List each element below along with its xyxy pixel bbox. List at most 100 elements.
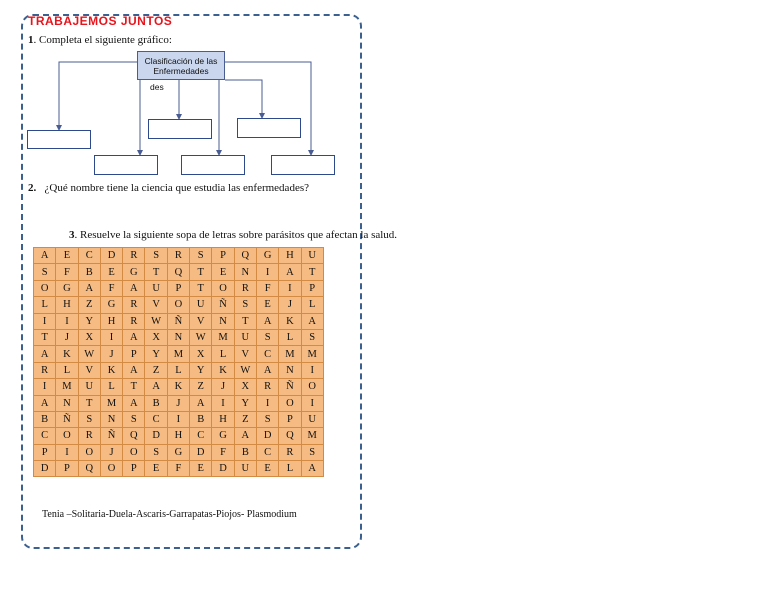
word-search-cell[interactable]: Q [122,427,146,445]
word-search-cell[interactable]: R [122,246,146,265]
word-search-cell[interactable]: G [99,296,124,314]
word-search-cell[interactable]: W [144,312,168,330]
word-search-cell[interactable]: K [211,361,235,380]
word-search-cell[interactable]: J [278,296,302,314]
word-search-cell[interactable]: D [32,460,57,478]
word-search-cell[interactable]: Ñ [211,296,235,314]
word-search-cell[interactable]: E [255,460,280,478]
word-search-cell[interactable]: C [144,410,168,429]
word-search-cell[interactable]: M [55,378,79,396]
word-search-cell[interactable]: W [189,328,213,347]
word-search-cell[interactable]: O [99,460,124,478]
word-search-cell[interactable]: M [166,345,191,363]
word-search-cell[interactable]: T [189,263,213,281]
word-search-cell[interactable]: T [189,279,213,298]
word-search-cell[interactable]: X [144,328,168,347]
word-search-cell[interactable]: G [122,263,146,281]
word-search-cell[interactable]: D [211,460,235,478]
word-search-cell[interactable]: F [166,460,191,478]
word-search-cell[interactable]: I [211,394,235,412]
word-search-cell[interactable]: U [189,296,213,314]
word-search-cell[interactable]: O [32,279,57,298]
word-search-cell[interactable]: A [122,279,146,298]
word-search-cell[interactable]: A [122,328,146,347]
word-search-cell[interactable]: D [189,443,213,462]
word-search-cell[interactable]: E [99,263,124,281]
answer-box-2[interactable] [148,119,212,139]
word-search-cell[interactable]: I [99,328,124,347]
word-search-cell[interactable]: L [278,328,302,347]
answer-box-3[interactable] [237,118,301,138]
word-search-cell[interactable]: Ñ [55,410,79,429]
word-search-cell[interactable]: S [300,443,324,462]
word-search-cell[interactable]: J [211,378,235,396]
word-search-cell[interactable]: G [166,443,191,462]
word-search-cell[interactable]: V [144,296,168,314]
word-search-cell[interactable]: U [233,328,257,347]
word-search-cell[interactable]: M [278,345,302,363]
word-search-cell[interactable]: D [255,427,280,445]
word-search-cell[interactable]: U [300,410,324,429]
word-search-cell[interactable]: I [255,394,280,412]
word-search-cell[interactable]: O [122,443,146,462]
word-search-cell[interactable]: K [278,312,302,330]
word-search-cell[interactable]: L [211,345,235,363]
word-search-cell[interactable]: T [77,394,101,412]
word-search-cell[interactable]: T [300,263,324,281]
word-search-cell[interactable]: N [55,394,79,412]
word-search-cell[interactable]: Z [144,361,168,380]
word-search-cell[interactable]: Q [77,460,101,478]
word-search-cell[interactable]: B [77,263,101,281]
word-search-cell[interactable]: H [166,427,191,445]
word-search-cell[interactable]: U [144,279,168,298]
word-search-cell[interactable]: F [55,263,79,281]
word-search-cell[interactable]: A [233,427,257,445]
word-search-cell[interactable]: T [122,378,146,396]
word-search-cell[interactable]: B [144,394,168,412]
word-search-cell[interactable]: B [189,410,213,429]
word-search-cell[interactable]: L [99,378,124,396]
word-search-cell[interactable]: Y [144,345,168,363]
word-search-cell[interactable]: E [55,246,79,265]
word-search-cell[interactable]: O [77,443,101,462]
word-search-cell[interactable]: H [211,410,235,429]
word-search-cell[interactable]: A [32,394,57,412]
word-search-cell[interactable]: S [32,263,57,281]
answer-box-6[interactable] [271,155,335,175]
word-search-cell[interactable]: N [99,410,124,429]
word-search-cell[interactable]: A [32,345,57,363]
word-search-cell[interactable]: T [144,263,168,281]
word-search-cell[interactable]: P [166,279,191,298]
word-search-cell[interactable]: F [255,279,280,298]
word-search-cell[interactable]: P [278,410,302,429]
word-search-cell[interactable]: T [233,312,257,330]
word-search-cell[interactable]: Z [233,410,257,429]
word-search-cell[interactable]: I [32,378,57,396]
word-search-cell[interactable]: V [189,312,213,330]
word-search-cell[interactable]: M [300,345,324,363]
word-search-cell[interactable]: D [99,246,124,265]
word-search-cell[interactable]: U [233,460,257,478]
word-search-cell[interactable]: V [77,361,101,380]
word-search-cell[interactable]: A [255,361,280,380]
word-search-cell[interactable]: Z [189,378,213,396]
word-search-cell[interactable]: N [278,361,302,380]
word-search-cell[interactable]: P [211,246,235,265]
word-search-cell[interactable]: J [55,328,79,347]
word-search-cell[interactable]: A [122,394,146,412]
word-search-cell[interactable]: A [278,263,302,281]
word-search-cell[interactable]: P [55,460,79,478]
word-search-cell[interactable]: W [233,361,257,380]
word-search-cell[interactable]: L [32,296,57,314]
word-search-cell[interactable]: R [77,427,101,445]
word-search-cell[interactable]: O [55,427,79,445]
word-search-cell[interactable]: I [255,263,280,281]
word-search-cell[interactable]: B [32,410,57,429]
word-search-cell[interactable]: M [99,394,124,412]
word-search-cell[interactable]: K [55,345,79,363]
word-search-cell[interactable]: O [211,279,235,298]
word-search-cell[interactable]: S [144,443,168,462]
word-search-cell[interactable]: Q [166,263,191,281]
word-search-cell[interactable]: Ñ [99,427,124,445]
word-search-cell[interactable]: Y [233,394,257,412]
